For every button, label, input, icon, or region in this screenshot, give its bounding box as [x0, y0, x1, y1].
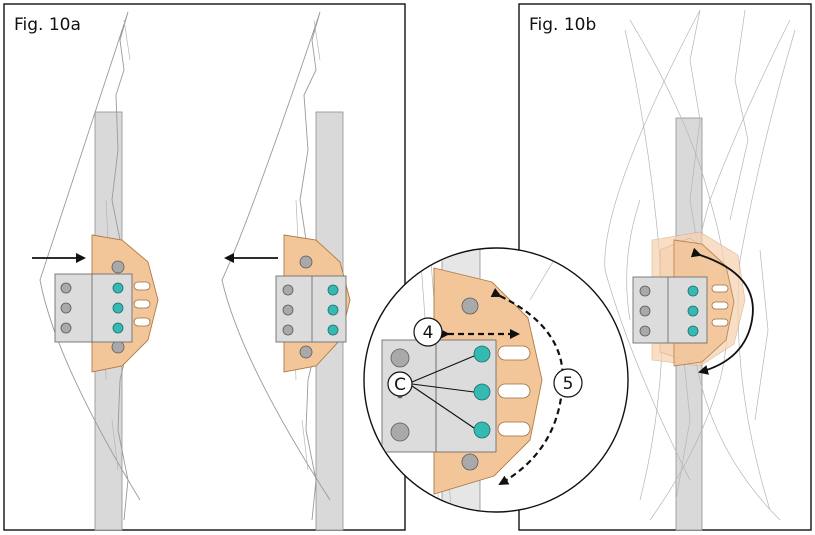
- adjustment-screw: [688, 286, 698, 296]
- panel-fig-10a: [4, 4, 405, 530]
- adjustment-screw: [688, 306, 698, 316]
- svg-text:4: 4: [423, 323, 434, 343]
- adjustment-screw: [328, 285, 338, 295]
- adjustment-screw: [328, 305, 338, 315]
- callout-c: C: [388, 372, 412, 396]
- adjustment-screw-c: [474, 384, 490, 400]
- adjustment-screw: [113, 303, 123, 313]
- svg-text:C: C: [394, 375, 406, 395]
- adjustment-screw-c: [474, 422, 490, 438]
- adjustment-screw: [113, 283, 123, 293]
- fig-10a-label: Fig. 10a: [14, 15, 81, 35]
- callout-5: 5: [554, 369, 582, 397]
- adjustment-screw: [113, 323, 123, 333]
- fig-10b-label: Fig. 10b: [529, 15, 596, 35]
- adjustment-screw: [328, 325, 338, 335]
- adjustment-screw: [688, 326, 698, 336]
- callout-4: 4: [414, 318, 442, 346]
- svg-text:5: 5: [563, 374, 574, 394]
- adjustment-screw-c: [474, 346, 490, 362]
